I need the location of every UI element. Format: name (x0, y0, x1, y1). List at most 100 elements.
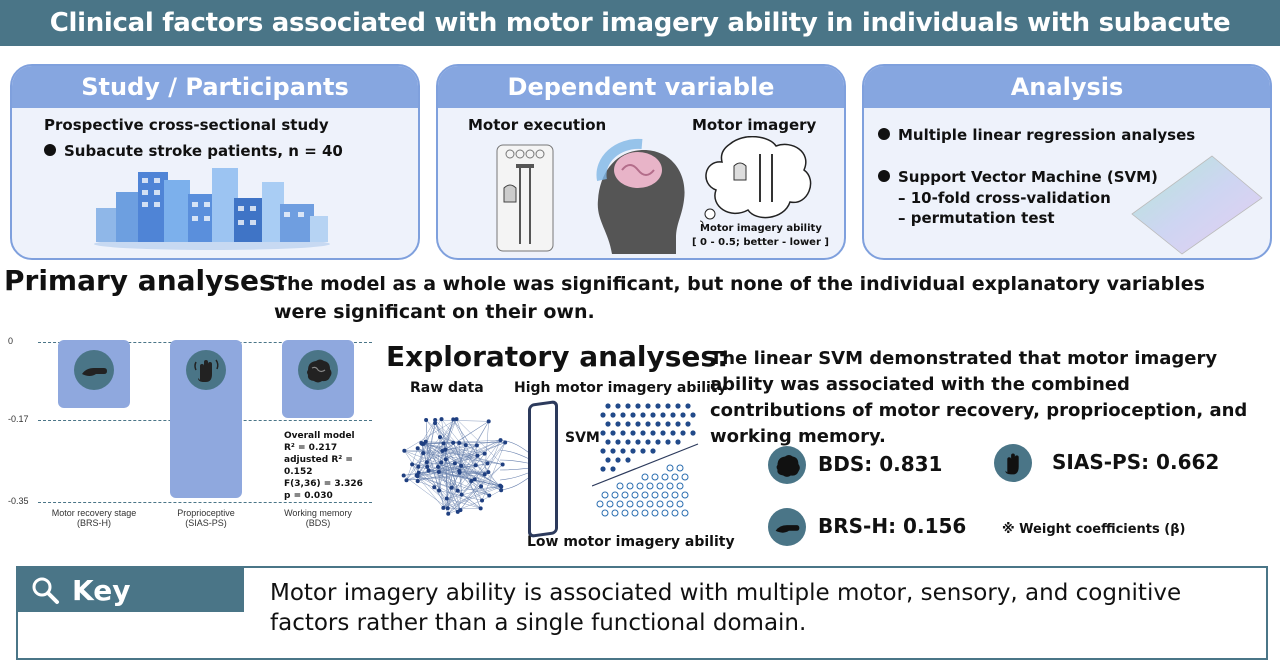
network-node (401, 473, 406, 478)
network-node (452, 461, 457, 466)
weight-bds: BDS: 0.831 (818, 452, 943, 476)
network-node (438, 435, 443, 440)
weight-sias-ps: SIAS-PS: 0.662 (1052, 450, 1220, 474)
high-ability-point (625, 421, 631, 427)
network-node (482, 451, 487, 456)
network-node (443, 447, 448, 452)
high-ability-point (640, 412, 646, 418)
high-ability-point (655, 403, 661, 409)
dependent-panel: Dependent variable Motor execution Motor… (436, 64, 846, 260)
bar-label-bds: Working memory (BDS) (268, 508, 368, 528)
network-node (499, 484, 504, 489)
model-title: Overall model (284, 431, 355, 441)
high-ability-point (670, 412, 676, 418)
high-ability-point (660, 430, 666, 436)
network-node (441, 441, 446, 446)
brain-icon (768, 446, 806, 484)
high-ability-point (600, 448, 606, 454)
low-ability-point (616, 482, 624, 490)
ability-label: Motor imagery ability (700, 223, 822, 234)
network-node (478, 506, 483, 511)
low-ability-point (596, 500, 604, 508)
network-node (451, 440, 456, 445)
motor-imagery-label: Motor imagery (692, 116, 817, 134)
analysis-panel-heading: Analysis (864, 66, 1270, 108)
high-ability-point (650, 412, 656, 418)
study-panel: Study / Participants Prospective cross-s… (10, 64, 420, 260)
network-node (479, 484, 484, 489)
network-node (475, 453, 480, 458)
low-ability-point (601, 491, 609, 499)
low-ability-point (651, 491, 659, 499)
network-node (432, 485, 437, 490)
bar-label-sias-ps-line1: Proprioceptive (177, 508, 235, 518)
low-ability-point (681, 491, 689, 499)
high-ability-point (655, 421, 661, 427)
participants-text: Subacute stroke patients, n = 40 (44, 142, 343, 160)
high-ability-point (620, 430, 626, 436)
coefficient-chart: 0 -0.17 -0.35 Motor recovery stage (BRS-… (0, 330, 380, 552)
low-ability-point (626, 500, 634, 508)
low-ability-point (671, 491, 679, 499)
low-ability-point (676, 464, 684, 472)
high-ability-point (670, 430, 676, 436)
network-node (457, 468, 462, 473)
network-node (410, 462, 415, 467)
participants-label: Subacute stroke patients, n = 40 (64, 142, 343, 160)
network-node (416, 470, 421, 475)
high-ability-point (640, 430, 646, 436)
high-ability-point (615, 457, 621, 463)
network-node (441, 505, 446, 510)
low-ability-point (631, 509, 639, 517)
low-ability-point (641, 491, 649, 499)
high-ability-point (660, 412, 666, 418)
thought-bubble-illustration (700, 136, 812, 226)
hand-icon (74, 350, 114, 390)
model-r2: R² = 0.217 (284, 443, 338, 453)
network-node (445, 506, 450, 511)
key-finding-title: Key finding (72, 574, 183, 640)
high-ability-point (675, 439, 681, 445)
network-node (404, 478, 409, 483)
low-ability-point (666, 464, 674, 472)
low-ability-point (611, 491, 619, 499)
network-node (487, 493, 492, 498)
network-node (449, 485, 454, 490)
network-node (486, 419, 491, 424)
high-ability-point (625, 439, 631, 445)
network-node (455, 488, 460, 493)
low-ability-point (646, 482, 654, 490)
low-ability-point (641, 473, 649, 481)
high-ability-point (655, 439, 661, 445)
high-ability-point (630, 430, 636, 436)
low-ability-point (616, 500, 624, 508)
network-node (480, 498, 485, 503)
waving-hand-icon (994, 444, 1032, 482)
brain-icon (298, 350, 338, 390)
network-node (469, 478, 474, 483)
high-ability-point (675, 403, 681, 409)
bar-label-brs-h: Motor recovery stage (BRS-H) (44, 508, 144, 528)
exploratory-analyses-text: The linear SVM demonstrated that motor i… (710, 348, 1248, 447)
high-ability-point (665, 439, 671, 445)
high-ability-point (600, 466, 606, 472)
low-ability-point (601, 509, 609, 517)
page-title: Clinical factors associated with motor i… (0, 0, 1280, 84)
network-node (485, 461, 490, 466)
network-node (415, 474, 420, 479)
raw-data-label: Raw data (410, 380, 484, 396)
network-node (439, 417, 444, 422)
high-ability-point (625, 403, 631, 409)
network-node (443, 457, 448, 462)
high-ability-point (630, 448, 636, 454)
low-ability-label: Low motor imagery ability (527, 534, 735, 550)
network-node (500, 462, 505, 467)
bullet-icon (878, 170, 890, 182)
high-ability-point (615, 421, 621, 427)
low-ability-point (666, 500, 674, 508)
brain-head-illustration (596, 138, 685, 254)
network-node (426, 468, 431, 473)
high-ability-point (680, 430, 686, 436)
high-ability-point (610, 412, 616, 418)
bar-label-brs-h-line2: (BRS-H) (77, 518, 111, 528)
